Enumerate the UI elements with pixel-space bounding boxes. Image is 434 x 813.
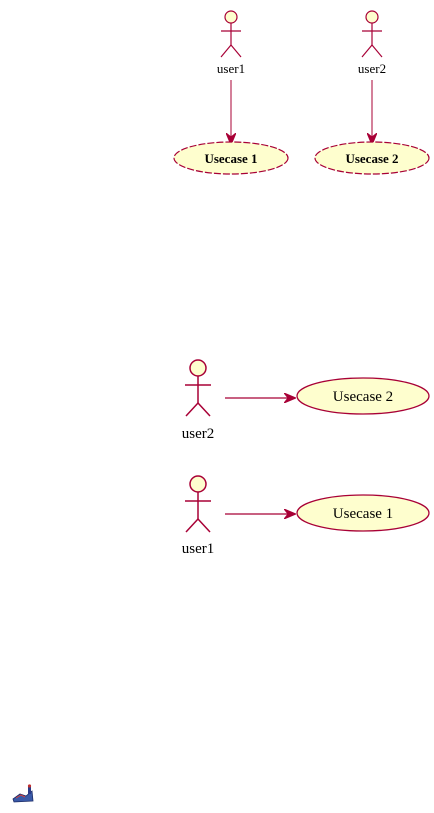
usecase-label: Usecase 2 (333, 389, 393, 405)
actor-stick-figure-icon (361, 10, 383, 58)
usecase-label: Usecase 1 (333, 506, 393, 522)
usecase-label: Usecase 2 (345, 151, 398, 166)
actor-label: user2 (358, 61, 386, 76)
actor-label: user1 (182, 541, 215, 557)
diagram-top: user1 user2 Usecase 1 Usecase 2 (173, 10, 430, 175)
actor-user1: user1 (182, 475, 215, 557)
usecase-1: Usecase 1 (173, 141, 289, 175)
actor-user1: user1 (217, 10, 245, 76)
plantuml-logo-icon (12, 784, 34, 803)
diagram-bottom: user2 user1 Usecase 2 Usecase 1 (182, 359, 430, 557)
actor-user2: user2 (182, 359, 215, 442)
actor-stick-figure-icon (185, 475, 211, 533)
usecase-2: Usecase 2 (296, 377, 430, 415)
usecase-label: Usecase 1 (204, 151, 257, 166)
usecase-2: Usecase 2 (314, 141, 430, 175)
actor-stick-figure-icon (220, 10, 242, 58)
actor-stick-figure-icon (185, 359, 211, 417)
actor-label: user1 (217, 61, 245, 76)
actor-user2: user2 (358, 10, 386, 76)
actor-label: user2 (182, 426, 215, 442)
usecase-1: Usecase 1 (296, 494, 430, 532)
